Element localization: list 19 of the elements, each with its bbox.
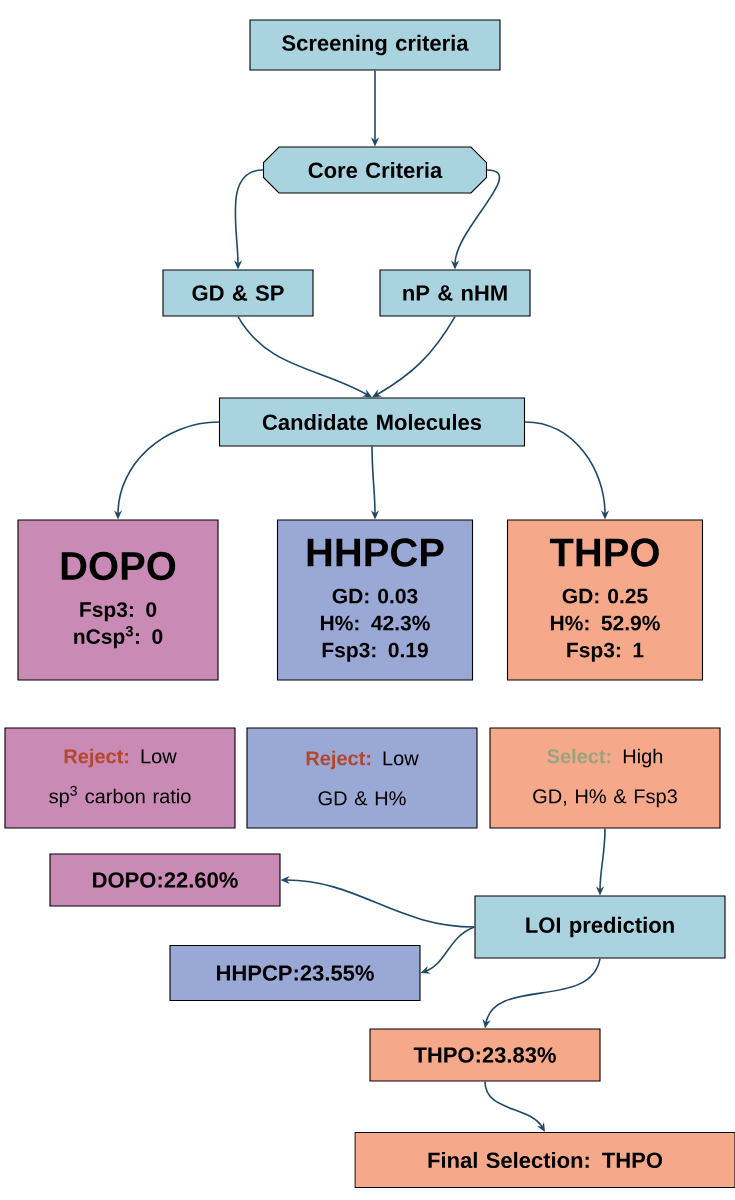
arrow xyxy=(372,315,456,398)
decision-box: Reject: Low sp$^{3}$ carbon ratio xyxy=(4,727,236,829)
decision-box: Reject: Low GD & H% xyxy=(246,727,478,829)
hexagon-box: Core Criteria xyxy=(262,146,488,194)
arrow xyxy=(484,1080,545,1132)
molecule-card: HHPCP GD: 0.03 H%: 42.3% Fsp3: 0.19 xyxy=(276,519,474,681)
molecule-card: THPO GD: 0.25 H%: 52.9% Fsp3: 1 xyxy=(506,519,704,681)
result-box: DOPO:22.60% xyxy=(49,853,281,907)
process-box: Screening criteria xyxy=(249,19,501,71)
process-box: nP & nHM xyxy=(379,269,531,317)
process-box: Candidate Molecules xyxy=(218,397,526,447)
arrow xyxy=(237,315,372,398)
result-box: THPO:23.83% xyxy=(369,1028,601,1082)
decision-box: Select: High GD, H% & Fsp3 xyxy=(489,727,721,829)
result-box: Final Selection: THPO xyxy=(354,1131,735,1189)
molecule-card: DOPO Fsp3: 0 nCsp$^{3}$: 0 xyxy=(17,519,219,681)
result-box: HHPCP:23.55% xyxy=(169,944,421,1002)
process-box: LOI prediction xyxy=(474,895,726,959)
process-box: GD & SP xyxy=(162,269,314,317)
